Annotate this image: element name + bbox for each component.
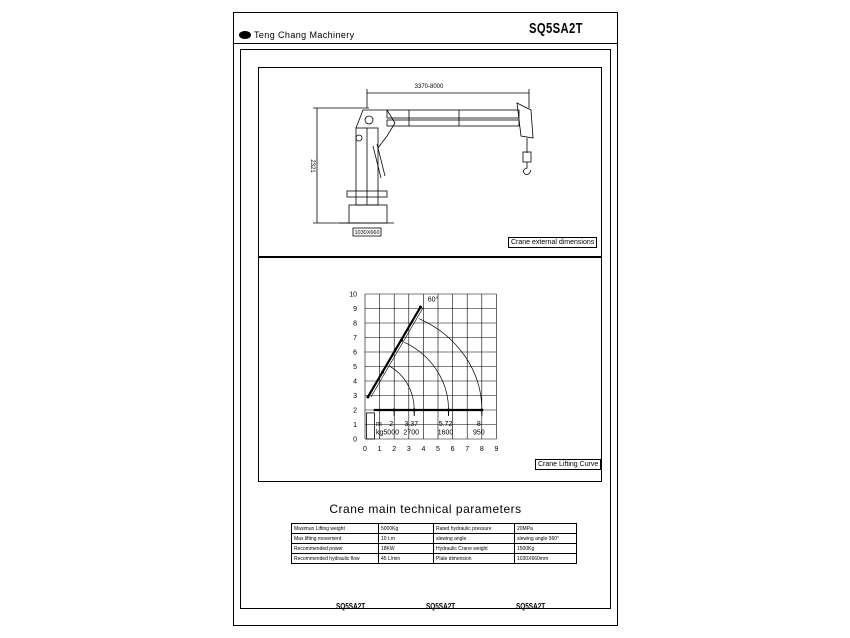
y-tick-label: 9: [353, 306, 357, 313]
x-tick-labels: 0 1 2 3 4 5 6 7 8 9: [363, 446, 498, 453]
radius-label: 8: [477, 421, 481, 428]
radius-label: 2: [389, 421, 393, 428]
inner-frame: 3370-8000 2321 1030X660 Crane external d…: [240, 49, 611, 609]
load-label: 2700: [403, 430, 419, 437]
radius-label: 5.72: [439, 421, 453, 428]
x-tick-label: 2: [392, 446, 396, 453]
boom-segment: [366, 306, 422, 398]
load-label: 5000: [383, 430, 399, 437]
params-cell: 45 L/min: [378, 553, 434, 564]
unit-kg-label: kg: [376, 430, 384, 437]
y-tick-label: 3: [353, 393, 357, 400]
header-divider: [234, 43, 617, 44]
params-cell: Max lifting movement: [291, 533, 379, 544]
boom-segment-edge: [370, 306, 424, 398]
x-tick-label: 6: [451, 446, 455, 453]
x-tick-label: 4: [421, 446, 425, 453]
params-cell: Plate dimension: [433, 553, 515, 564]
params-cell: 1500Kg: [514, 543, 577, 554]
boom-line: [366, 305, 424, 399]
x-tick-label: 5: [436, 446, 440, 453]
footer-model-1: SQ5SA2T: [336, 602, 366, 611]
params-title: Crane main technical parameters: [329, 502, 522, 516]
load-label: 1600: [438, 430, 454, 437]
model-title: SQ5SA2T: [529, 20, 583, 37]
params-cell: Maximun Lifting weight: [291, 523, 379, 534]
y-tick-label: 7: [353, 335, 357, 342]
reach-arc: [419, 318, 483, 411]
params-cell: slewing angle 360°: [514, 533, 577, 544]
width-dimension-label: 3370-8000: [415, 84, 444, 90]
column-sketch: [366, 412, 375, 440]
params-cell: 10 t.m: [378, 533, 434, 544]
reach-line: [366, 408, 484, 440]
reach-point: [480, 408, 484, 412]
y-tick-label: 8: [353, 321, 357, 328]
y-tick-label: 10: [349, 292, 357, 299]
reach-arc: [404, 341, 449, 411]
x-tick-label: 0: [363, 446, 367, 453]
params-cell: 18KW: [378, 543, 434, 554]
x-tick-label: 9: [494, 446, 498, 453]
x-tick-label: 1: [378, 446, 382, 453]
reach-point: [447, 408, 451, 412]
load-labels: 2 5000 3.37 2700 5.72 1600 8 950: [383, 421, 484, 437]
params-cell: 20MPa: [514, 523, 577, 534]
boom-point: [366, 395, 370, 399]
footer-model-3: SQ5SA2T: [516, 602, 546, 611]
y-tick-label: 1: [353, 422, 357, 429]
dimensions-caption: Crane external dimensions: [508, 237, 598, 248]
params-cell: Recommended power: [291, 543, 379, 554]
base-dimension-label: 1030X660: [354, 230, 379, 236]
spec-sheet: Teng Chang Machinery SQ5SA2T: [233, 12, 618, 626]
y-tick-label: 5: [353, 364, 357, 371]
brand-name: Teng Chang Machinery: [254, 30, 355, 40]
x-tick-label: 3: [407, 446, 411, 453]
y-tick-label: 0: [353, 437, 357, 444]
curve-caption: Crane Lifting Curve: [535, 459, 602, 470]
y-tick-label: 4: [353, 379, 357, 386]
x-tick-label: 8: [480, 446, 484, 453]
y-tick-labels: 0 1 2 3 4 5 6 7 8 9 10: [349, 292, 357, 444]
params-cell: 1030X660mm: [514, 553, 577, 564]
y-tick-label: 6: [353, 350, 357, 357]
reach-point: [392, 408, 396, 412]
height-dimension-label: 2321: [309, 159, 315, 173]
boom-point: [418, 305, 422, 309]
unit-m-label: m: [376, 421, 382, 428]
params-cell: slewing angle: [433, 533, 515, 544]
boom-point: [381, 370, 385, 374]
params-cell: 5000Kg: [378, 523, 434, 534]
y-tick-label: 2: [353, 408, 357, 415]
radius-label: 3.37: [404, 421, 418, 428]
reach-arc: [388, 365, 415, 411]
crane-drawing: 3370-8000 2321 1030X660: [309, 84, 534, 237]
load-label: 950: [473, 430, 485, 437]
boom-point: [400, 338, 403, 342]
brand: Teng Chang Machinery: [239, 30, 355, 40]
footer-model-2: SQ5SA2T: [426, 602, 456, 611]
params-cell: Recommended hydraulic flow: [291, 553, 379, 564]
brand-logo-icon: [239, 31, 251, 39]
lifting-curve-chart: 0 1 2 3 4 5 6 7 8 9 0 1 2 3 4 5 6 7 8 9 10 2 5000 3.37 2700 5.7…: [349, 292, 498, 454]
params-cell: Rated hydraulic pressure: [433, 523, 515, 534]
dimensions-panel: 3370-8000 2321 1030X660 Crane external d…: [258, 67, 602, 257]
angle-label: 60°: [428, 295, 439, 303]
curve-panel: 0 1 2 3 4 5 6 7 8 9 0 1 2 3 4 5 6 7 8 9 10 2 5000 3.37 2700 5.7…: [258, 257, 602, 482]
params-cell: Hydraulic Crane weight: [433, 543, 515, 554]
reach-arcs: [388, 318, 483, 411]
x-tick-label: 7: [465, 446, 469, 453]
reach-point: [412, 408, 416, 412]
